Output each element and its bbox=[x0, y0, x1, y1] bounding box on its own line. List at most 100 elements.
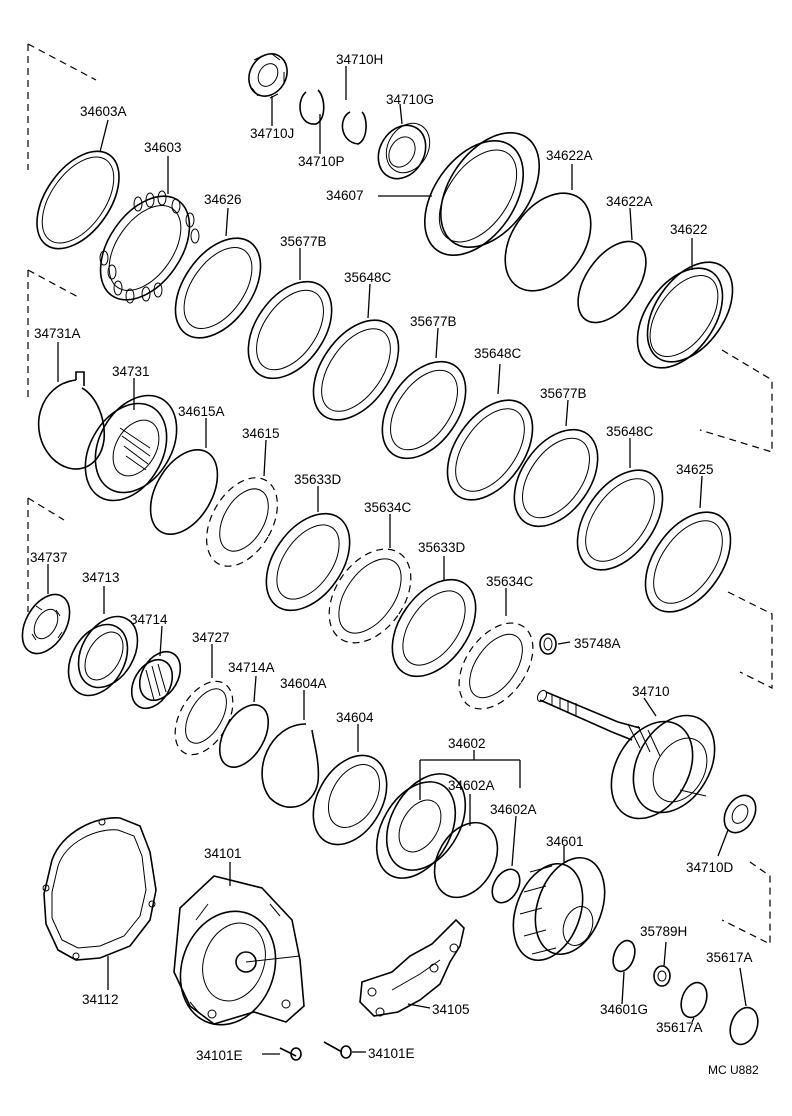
piston-34607 bbox=[423, 131, 541, 257]
washer-35748A bbox=[539, 633, 557, 655]
label-35617A-1: 35617A bbox=[706, 950, 753, 965]
label-34602A-1: 34602A bbox=[448, 778, 495, 793]
label-35677B-1: 35677B bbox=[280, 234, 327, 249]
ring-35617A-1 bbox=[680, 981, 708, 1019]
label-35748A: 35748A bbox=[574, 636, 621, 651]
label-35648C-2: 35648C bbox=[474, 346, 522, 361]
label-35617A-2: 35617A bbox=[656, 1020, 703, 1035]
o-ring-34602A-2 bbox=[491, 868, 521, 904]
washer-34601G bbox=[612, 939, 636, 973]
spring-retainer-34603 bbox=[99, 190, 200, 304]
snap-ring-34714A bbox=[218, 704, 270, 768]
label-34714A: 34714A bbox=[228, 660, 275, 675]
spring-retainer-34604 bbox=[312, 754, 388, 846]
washer-34710D bbox=[723, 794, 757, 834]
label-35634C-1: 35634C bbox=[364, 500, 412, 515]
gasket-34112 bbox=[42, 817, 157, 961]
disc-34615 bbox=[206, 477, 278, 567]
bolt-34101E-1 bbox=[279, 1047, 302, 1061]
input-shaft-34710 bbox=[536, 689, 716, 820]
clip-34710P bbox=[299, 89, 325, 125]
label-34737: 34737 bbox=[30, 550, 68, 565]
disc-35677B-1 bbox=[247, 280, 333, 380]
label-35648C-3: 35648C bbox=[606, 424, 654, 439]
snap-ring-34604A bbox=[261, 723, 320, 808]
axis-guides bbox=[27, 43, 773, 945]
label-34604A: 34604A bbox=[280, 676, 327, 691]
label-35633D-1: 35633D bbox=[294, 472, 342, 487]
race-34713 bbox=[67, 615, 139, 697]
one-way-clutch-34714 bbox=[130, 650, 182, 710]
o-ring-34602A-1 bbox=[433, 821, 499, 899]
hub-34731 bbox=[84, 394, 178, 502]
label-34601: 34601 bbox=[546, 834, 584, 849]
label-34710: 34710 bbox=[632, 684, 670, 699]
clip-34710H bbox=[341, 111, 367, 145]
disc-35677B-3 bbox=[513, 428, 599, 528]
label-34731A: 34731A bbox=[34, 326, 81, 341]
o-ring-34622A-1 bbox=[504, 192, 592, 292]
label-34101: 34101 bbox=[204, 846, 242, 861]
snap-ring-34615A bbox=[149, 448, 219, 536]
piston-34602 bbox=[375, 773, 467, 879]
label-34710J: 34710J bbox=[250, 126, 294, 141]
label-34602A-2: 34602A bbox=[490, 802, 537, 817]
label-35648C-1: 35648C bbox=[344, 270, 392, 285]
drum-34601 bbox=[512, 856, 606, 962]
label-34607: 34607 bbox=[326, 188, 364, 203]
label-34603: 34603 bbox=[144, 140, 182, 155]
part-labels: 34603A 34603 34626 34710H 34710G 34710J … bbox=[30, 52, 759, 1077]
label-34603A: 34603A bbox=[80, 104, 127, 119]
label-34615A: 34615A bbox=[178, 404, 225, 419]
label-35633D-2: 35633D bbox=[418, 540, 466, 555]
label-34727: 34727 bbox=[192, 630, 230, 645]
washer-35789H bbox=[653, 965, 671, 987]
disc-35633D-2 bbox=[391, 578, 477, 678]
disc-35633D-1 bbox=[265, 512, 351, 612]
label-34602: 34602 bbox=[448, 736, 486, 751]
plate-35648C-1 bbox=[312, 319, 400, 421]
label-35677B-3: 35677B bbox=[540, 386, 587, 401]
label-34622A-1: 34622A bbox=[546, 148, 593, 163]
label-35677B-2: 35677B bbox=[410, 314, 457, 329]
label-34615: 34615 bbox=[242, 426, 280, 441]
label-34622: 34622 bbox=[670, 222, 708, 237]
thrust-washer-34737 bbox=[21, 593, 71, 655]
label-35634C-2: 35634C bbox=[486, 574, 534, 589]
gear-34710J bbox=[248, 53, 288, 99]
drum-34622 bbox=[636, 261, 734, 369]
ring-35617A-2 bbox=[729, 1006, 759, 1046]
label-34105: 34105 bbox=[432, 1002, 470, 1017]
label-34710G: 34710G bbox=[386, 92, 434, 107]
case-34101 bbox=[173, 875, 305, 1026]
plate-35648C-3 bbox=[576, 469, 664, 571]
plate-34626 bbox=[174, 237, 262, 339]
label-34604: 34604 bbox=[336, 710, 374, 725]
label-34714: 34714 bbox=[130, 612, 168, 627]
label-34713: 34713 bbox=[82, 570, 120, 585]
label-34710P: 34710P bbox=[298, 154, 345, 169]
snap-ring-34731A bbox=[37, 371, 106, 470]
plate-35634C-2 bbox=[458, 622, 534, 710]
plate-34625 bbox=[644, 511, 732, 613]
diagram-code: MC U882 bbox=[708, 1063, 759, 1077]
label-34626: 34626 bbox=[204, 192, 242, 207]
plate-35648C-2 bbox=[446, 399, 534, 501]
label-34601G: 34601G bbox=[600, 1002, 648, 1017]
label-34622A-2: 34622A bbox=[606, 194, 653, 209]
label-34625: 34625 bbox=[676, 462, 714, 477]
bracket-34105 bbox=[359, 918, 465, 1017]
snap-ring-34603A bbox=[36, 150, 120, 250]
bearing-34710G bbox=[377, 122, 431, 180]
label-34101E-1: 34101E bbox=[196, 1048, 243, 1063]
o-ring-34622A-2 bbox=[577, 240, 647, 324]
label-34101E-2: 34101E bbox=[368, 1046, 415, 1061]
disc-35677B-2 bbox=[381, 360, 467, 460]
label-35789H: 35789H bbox=[640, 924, 687, 939]
label-34710H: 34710H bbox=[336, 52, 383, 67]
leader-lines bbox=[47, 66, 747, 1055]
label-34112: 34112 bbox=[82, 992, 119, 1007]
label-34731: 34731 bbox=[112, 364, 150, 379]
label-34710D: 34710D bbox=[686, 860, 734, 875]
